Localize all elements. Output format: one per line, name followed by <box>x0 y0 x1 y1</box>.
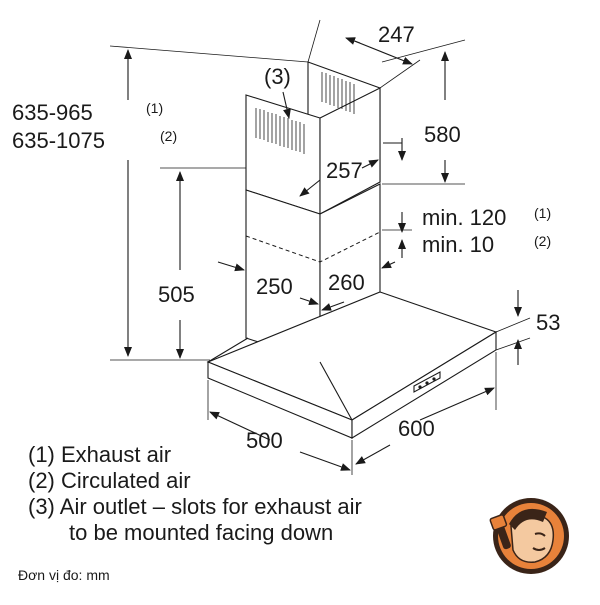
hood-canopy <box>206 291 498 439</box>
total-height-exhaust-label: 635-965 <box>12 100 93 125</box>
upper-chimney <box>245 61 381 215</box>
total-height-exhaust-ref: (1) <box>146 100 163 116</box>
lower-chimney-width-label: 250 <box>256 274 293 299</box>
exhaust-slots-back <box>321 72 355 114</box>
dimension-lines <box>109 19 531 475</box>
chef-logo-icon <box>489 498 569 574</box>
min-circulated-ref: (2) <box>534 233 551 249</box>
min-exhaust-ref: (1) <box>534 205 551 221</box>
legend-line-4: to be mounted facing down <box>69 520 333 545</box>
min-exhaust-label: min. 120 <box>422 205 506 230</box>
chimney-depth-label: 247 <box>378 22 415 47</box>
legend-line-2: (2) Circulated air <box>28 468 191 493</box>
chimney-height-upper-label: 580 <box>424 122 461 147</box>
total-height-circulated-ref: (2) <box>160 128 177 144</box>
outlet-ref-label: (3) <box>264 64 291 89</box>
hood-depth-label: 500 <box>246 428 283 453</box>
canopy-thickness-label: 53 <box>536 310 560 335</box>
total-height-circulated-label: 635-1075 <box>12 128 105 153</box>
hood-width-label: 600 <box>398 416 435 441</box>
unit-note: Đơn vị đo: mm <box>18 567 110 583</box>
legend-line-1: (1) Exhaust air <box>28 442 171 467</box>
lower-chimney-depth-label: 260 <box>328 270 365 295</box>
chimney-width-label: 257 <box>326 158 363 183</box>
control-panel <box>413 371 441 393</box>
lower-height-label: 505 <box>158 282 195 307</box>
exhaust-slots-front <box>255 108 305 154</box>
legend-line-3: (3) Air outlet – slots for exhaust air <box>28 494 362 519</box>
legend: (1) Exhaust air (2) Circulated air (3) A… <box>28 442 362 545</box>
min-circulated-label: min. 10 <box>422 232 494 257</box>
